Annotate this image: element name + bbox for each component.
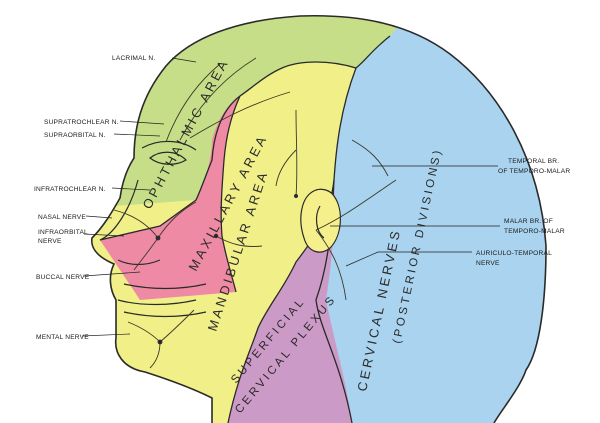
label-supratrochlear: SUPRATROCHLEAR N. xyxy=(44,119,119,126)
label-auriculo-nerve: NERVE xyxy=(476,260,500,267)
nerve-foramina xyxy=(155,194,298,345)
label-mental: MENTAL NERVE xyxy=(36,334,89,341)
label-infraorbital: INFRAORBITAL xyxy=(38,229,88,236)
region-maxillary xyxy=(100,96,240,300)
label-auriculo-temporal: AURICULO-TEMPORAL xyxy=(476,250,552,257)
label-malar-br: MALAR BR. OF xyxy=(504,218,553,225)
label-temporal-of-temporo-malar: OF TEMPORO-MALAR xyxy=(498,168,570,175)
label-malar-temporo-malar: TEMPORO-MALAR xyxy=(504,228,565,235)
leader-lines xyxy=(81,57,500,337)
lips-line xyxy=(117,299,197,306)
ear-outline xyxy=(300,188,341,253)
label-buccal: BUCCAL NERVE xyxy=(36,274,90,281)
teeth-lower xyxy=(123,311,207,318)
head-outline xyxy=(90,14,547,423)
ear-inner xyxy=(315,205,325,239)
label-infratrochlear: INFRATROCHLEAR N. xyxy=(34,186,106,193)
eye-outline xyxy=(149,151,187,165)
teeth-upper xyxy=(123,283,207,290)
label-nasal: NASAL NERVE xyxy=(38,214,86,221)
eyebrow-line xyxy=(141,140,197,151)
nose-bridge xyxy=(99,179,139,241)
facial-features xyxy=(99,140,341,318)
label-temporal-br: TEMPORAL BR. xyxy=(508,158,559,165)
label-lacrimal: LACRIMAL N. xyxy=(112,55,155,62)
label-supraorbital: SUPRAORBITAL N. xyxy=(44,132,106,139)
nerve-branches xyxy=(113,57,397,369)
label-infraorbital-nerve: NERVE xyxy=(38,238,62,245)
